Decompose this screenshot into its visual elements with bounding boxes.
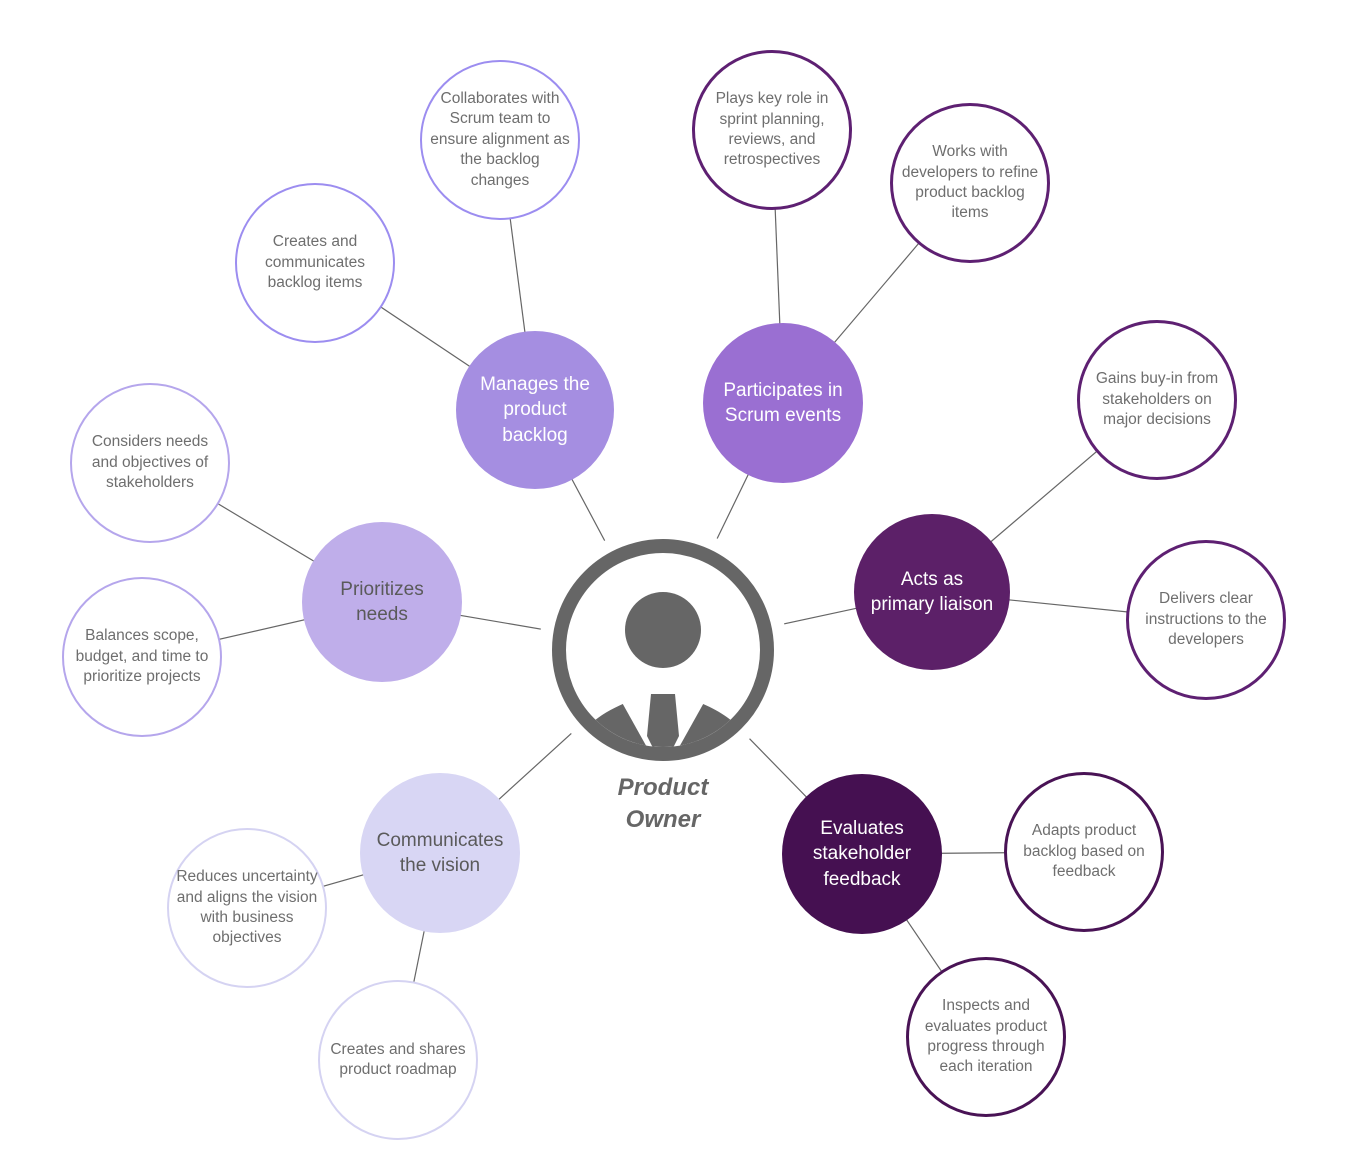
node-label: Prioritizes needs [340,578,424,625]
satellite-label: Creates and shares product roadmap [330,1040,466,1078]
node-label: Acts as primary liaison [870,568,994,615]
satellite-collaborates-with-scrum-team: Collaborates with Scrum team to ensure a… [420,60,580,220]
node-participates-scrum-events: Participates in Scrum events [703,323,863,483]
node-label: Evaluates stakeholder feedback [812,818,912,890]
person-icon [539,526,787,774]
satellite-label: Inspects and evaluates product progress … [924,997,1048,1076]
satellite-delivers-clear-instructions: Delivers clear instructions to the devel… [1126,540,1286,700]
satellite-label: Balances scope, budget, and time to prio… [75,627,209,686]
node-evaluates-stakeholder-feedback: Evaluates stakeholder feedback [782,774,942,934]
satellite-reduces-uncertainty: Reduces uncertainty and aligns the visio… [167,828,327,988]
node-prioritizes-needs: Prioritizes needs [302,522,462,682]
satellite-label: Creates and communicates backlog items [265,233,365,292]
node-manages-product-backlog: Manages the product backlog [456,331,614,489]
product-owner-label: Product Owner [617,774,709,834]
satellite-label: Gains buy-in from stakeholders on major … [1095,370,1219,429]
satellite-label: Plays key role in sprint planning, revie… [715,90,829,169]
satellite-considers-needs-objectives: Considers needs and objectives of stakeh… [70,383,230,543]
satellite-gains-buy-in: Gains buy-in from stakeholders on major … [1077,320,1237,480]
satellite-balances-scope-budget-time: Balances scope, budget, and time to prio… [62,577,222,737]
satellite-label: Reduces uncertainty and aligns the visio… [176,868,318,947]
satellite-label: Delivers clear instructions to the devel… [1145,590,1267,649]
satellite-works-with-developers: Works with developers to refine product … [890,103,1050,263]
satellite-label: Works with developers to refine product … [901,143,1039,222]
node-label: Communicates the vision [376,829,504,876]
satellite-creates-communicates-backlog-items: Creates and communicates backlog items [235,183,395,343]
satellite-label: Collaborates with Scrum team to ensure a… [430,89,570,189]
satellite-plays-key-role-sprint-events: Plays key role in sprint planning, revie… [692,50,852,210]
node-communicates-vision: Communicates the vision [360,773,520,933]
satellite-inspects-evaluates-progress: Inspects and evaluates product progress … [906,957,1066,1117]
satellite-label: Adapts product backlog based on feedback [1023,822,1145,881]
node-acts-primary-liaison: Acts as primary liaison [854,514,1010,670]
satellite-adapts-product-backlog: Adapts product backlog based on feedback [1004,772,1164,932]
satellite-label: Considers needs and objectives of stakeh… [91,433,209,492]
node-label: Participates in Scrum events [723,379,843,426]
node-label: Manages the product backlog [480,374,590,446]
satellite-creates-shares-roadmap: Creates and shares product roadmap [318,980,478,1140]
